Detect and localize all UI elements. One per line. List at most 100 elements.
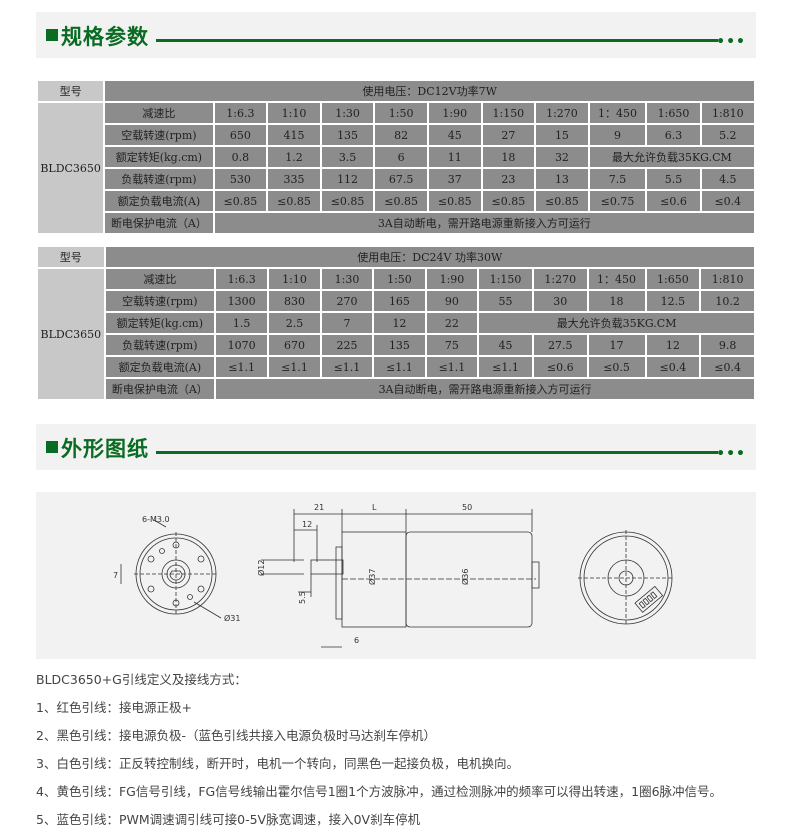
dim-seven: 7 [113, 571, 118, 580]
row-label: 负载转速(rpm) [105, 335, 215, 355]
table-cell: ≤0.85 [536, 191, 588, 211]
table-cell: 3A自动断电，需开路电源重新接入方可运行 [216, 379, 754, 399]
table-cell: 37 [428, 169, 481, 189]
row-label: 额定转矩(kg.cm) [105, 147, 213, 167]
table-cell: 7 [321, 313, 373, 333]
row-label: 减速比 [105, 103, 213, 123]
table-cell: 135 [374, 335, 425, 355]
table-cell: ≤1.1 [426, 357, 478, 377]
drawing-section-header: 外形图纸 ••• [36, 424, 756, 470]
table-cell: 1:30 [321, 269, 373, 289]
table-cell: 30 [533, 291, 587, 311]
model-header: 型号 [38, 247, 104, 267]
table-cell: ≤1.1 [216, 357, 268, 377]
table-cell: 225 [321, 335, 373, 355]
header-divider [156, 451, 718, 454]
row-label: 额定负载电流(A) [105, 191, 213, 211]
table-cell: 23 [482, 169, 535, 189]
table-cell: 165 [374, 291, 425, 311]
table-cell: 9 [589, 125, 646, 145]
row-label: 空载转速(rpm) [105, 125, 213, 145]
table-cell: 17 [588, 335, 645, 355]
table-cell: 1.2 [268, 147, 320, 167]
table-cell: 335 [268, 169, 320, 189]
dim-phi36: Ø36 [460, 569, 470, 585]
table-cell: 1:90 [428, 103, 481, 123]
side-view [261, 509, 540, 648]
table-cell: 11 [428, 147, 481, 167]
row-label: 额定负载电流(A) [105, 357, 215, 377]
row-label: 负载转速(rpm) [105, 169, 213, 189]
dim-l: L [372, 503, 377, 512]
dim-55: 5.5 [298, 591, 307, 604]
square-bullet-icon [46, 441, 58, 453]
table-cell: ≤1.1 [321, 357, 373, 377]
wiring-line: 4、黄色引线：FG信号引线，FG信号线输出霍尔信号1圈1个方波脉冲，通过检测脉冲… [36, 784, 723, 799]
table-cell: ≤1.1 [479, 357, 532, 377]
table-cell: ≤0.85 [482, 191, 535, 211]
square-bullet-icon [46, 29, 58, 41]
wiring-line: 1、红色引线：接电源正极+ [36, 700, 192, 715]
table-cell: ≤0.6 [533, 357, 587, 377]
voltage-header: 使用电压：DC24V 功率30W [105, 247, 754, 267]
dimension-drawing: 6-M3.0 Ø31 7 21 L 50 [36, 492, 756, 659]
table-cell: ≤0.4 [701, 357, 754, 377]
row-label: 空载转速(rpm) [105, 291, 215, 311]
table-cell: 32 [536, 147, 588, 167]
table-cell: 0.8 [214, 147, 267, 167]
table-cell: 650 [214, 125, 267, 145]
table-cell: 12 [374, 313, 425, 333]
table-cell: 1:270 [536, 103, 588, 123]
table-cell: 75 [426, 335, 478, 355]
table-cell: 2.5 [269, 313, 320, 333]
table-cell: 1:650 [647, 103, 700, 123]
row-label: 断电保护电流（A） [105, 213, 213, 233]
dim-6: 6 [354, 636, 359, 645]
table-cell: 27.5 [533, 335, 587, 355]
row-label: 额定转矩(kg.cm) [105, 313, 215, 333]
table-cell: 1:150 [479, 269, 532, 289]
dim-21: 21 [314, 503, 324, 512]
table-cell: 1:50 [375, 103, 427, 123]
table-cell: 27 [482, 125, 535, 145]
table-cell: 1:6.3 [216, 269, 268, 289]
table-cell: ≤0.6 [647, 191, 700, 211]
table-cell: 18 [482, 147, 535, 167]
table-cell: 830 [269, 291, 320, 311]
table-cell: 1:6.3 [214, 103, 267, 123]
table-cell: 7.5 [589, 169, 646, 189]
dots-icon: ••• [716, 446, 746, 462]
table-cell: 45 [479, 335, 532, 355]
table-row: 断电保护电流（A）3A自动断电，需开路电源重新接入方可运行 [38, 379, 754, 399]
table-cell: ≤0.85 [268, 191, 320, 211]
table-cell: 670 [269, 335, 320, 355]
rear-view [578, 530, 674, 626]
section-title: 外形图纸 [61, 436, 149, 461]
table-cell: 6 [375, 147, 427, 167]
table-cell: 135 [321, 125, 374, 145]
table-row: 额定负载电流(A)≤1.1≤1.1≤1.1≤1.1≤1.1≤1.1≤0.6≤0.… [38, 357, 754, 377]
wiring-line: 2、黑色引线：接电源负极-（蓝色引线共接入电源负极时马达刹车停机） [36, 728, 436, 743]
table-cell: 1:50 [374, 269, 425, 289]
table-cell: 112 [321, 169, 374, 189]
table-cell: 1:810 [701, 269, 754, 289]
header-divider [156, 39, 718, 42]
wiring-line: 5、蓝色引线：PWM调速调引线可接0-5V脉宽调速，接入0V刹车停机 [36, 812, 421, 827]
table-cell: ≤0.4 [701, 191, 754, 211]
dim-12: 12 [302, 520, 312, 529]
table-cell: 13 [536, 169, 588, 189]
table-cell: 1.5 [216, 313, 268, 333]
table-cell: 15 [536, 125, 588, 145]
table-cell: 1:90 [426, 269, 478, 289]
table-cell: 90 [426, 291, 478, 311]
table-cell: 1:650 [646, 269, 700, 289]
spec-section-header: 规格参数 ••• [36, 12, 756, 58]
motor-drawing-svg: 6-M3.0 Ø31 7 21 L 50 [113, 503, 674, 648]
model-name: BLDC3650 [38, 269, 104, 399]
table-cell: ≤0.85 [214, 191, 267, 211]
